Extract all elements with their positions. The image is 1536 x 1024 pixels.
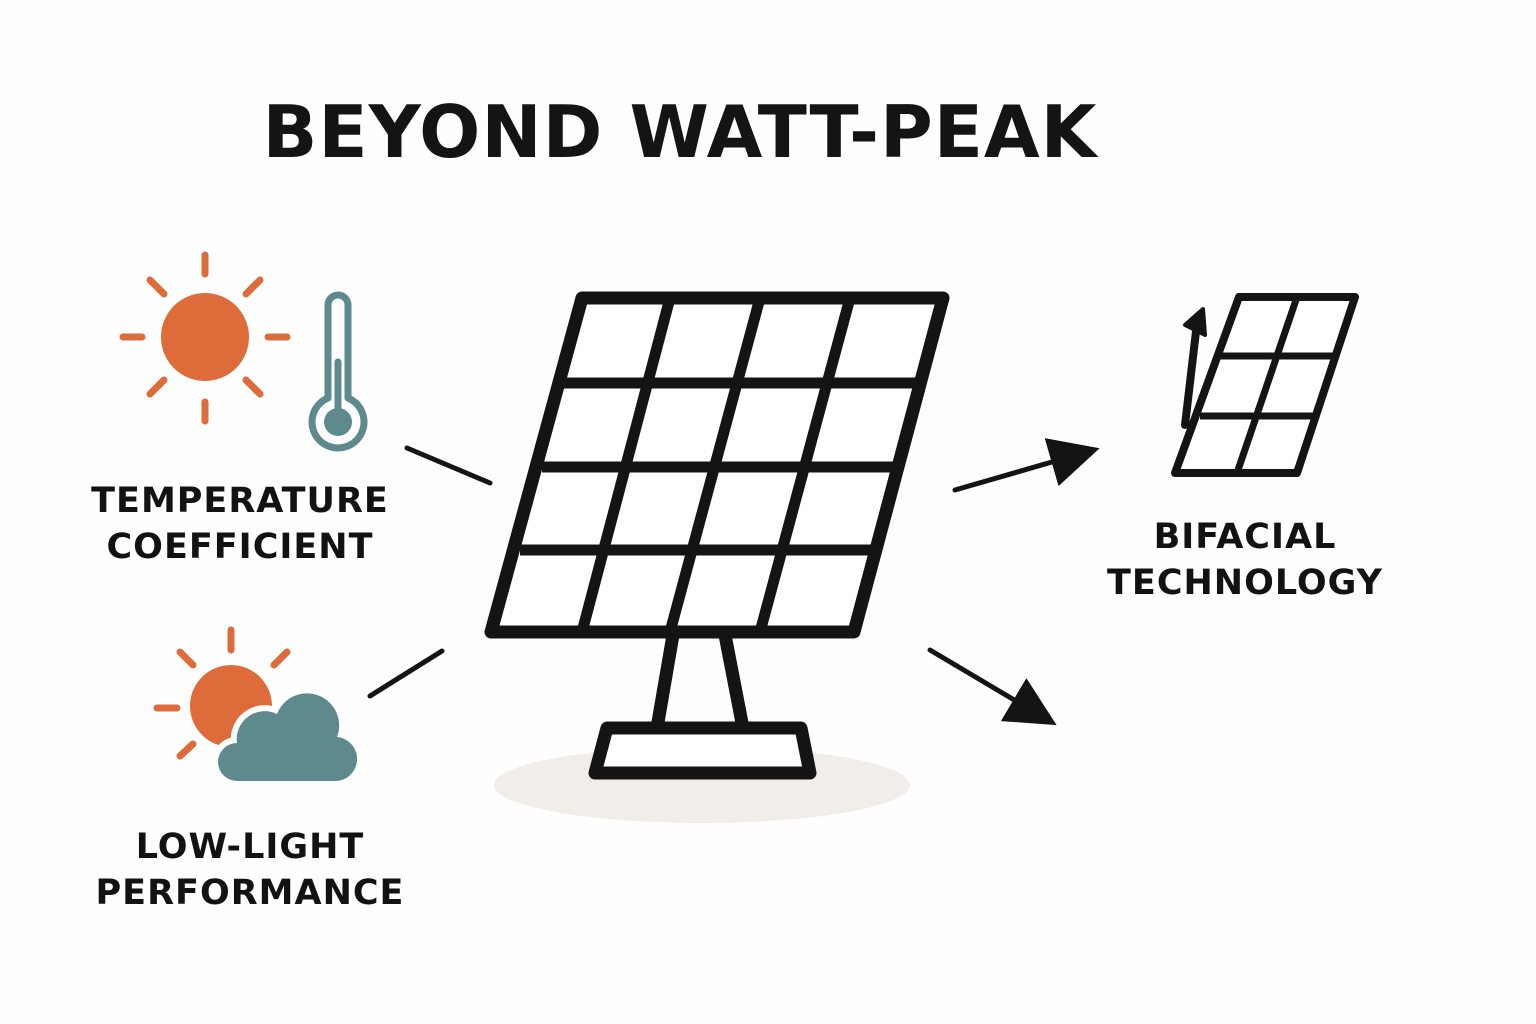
- small-solar-panel-icon: [1171, 293, 1359, 477]
- low-light-label-line2: PERFORMANCE: [95, 873, 405, 913]
- temperature-coefficient-label: TEMPERATURE COEFFICIENT: [85, 478, 395, 570]
- solar-panel-icon: [484, 291, 950, 823]
- panel-stand: [650, 628, 750, 735]
- low-light-performance-label: LOW-LIGHT PERFORMANCE: [85, 824, 415, 916]
- thermometer-icon: [308, 291, 368, 452]
- connector-low-light: [367, 648, 445, 699]
- panel-base: [588, 721, 817, 780]
- low-light-label-line1: LOW-LIGHT: [135, 827, 365, 867]
- sun-icon: [119, 251, 291, 425]
- bifacial-label-line1: BIFACIAL: [1153, 517, 1337, 557]
- temperature-label-line2: COEFFICIENT: [106, 527, 374, 567]
- temperature-label-line1: TEMPERATURE: [91, 481, 389, 521]
- up-arrow-icon: [1183, 307, 1207, 337]
- bifacial-technology-label: BIFACIAL TECHNOLOGY: [1085, 514, 1405, 606]
- bifacial-label-line2: TECHNOLOGY: [1107, 563, 1383, 603]
- connector-arrow-bifacial: [952, 438, 1100, 493]
- diagram-title: BEYOND WATT-PEAK: [262, 90, 1098, 174]
- sun-behind-cloud-icon: [153, 626, 364, 788]
